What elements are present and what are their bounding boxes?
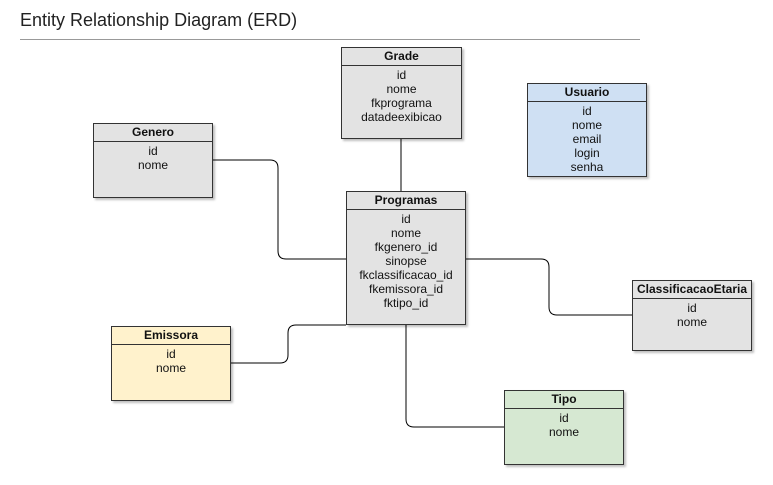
title-divider [20, 39, 640, 40]
entity-field: datadeexibicao [361, 110, 442, 124]
entity-field: id [559, 411, 569, 425]
line-programas-classificacao [466, 258, 632, 316]
entity-field: id [396, 68, 407, 82]
entity-field: nome [571, 118, 603, 132]
entity-field: login [574, 146, 600, 160]
entity-field: id [401, 212, 411, 226]
line-programas-tipo [405, 325, 504, 428]
entity-field: nome [390, 226, 422, 240]
entity-field: fkgenero_id [374, 240, 438, 254]
entity-field: nome [676, 315, 708, 329]
entity-header: ClassificacaoEtaria [633, 281, 751, 299]
entity-field: senha [570, 160, 604, 174]
entity-field: fktipo_id [383, 296, 429, 310]
entity-field: email [572, 132, 602, 146]
entity-field: id [166, 347, 176, 361]
entity-field: id [687, 301, 697, 315]
entity-header: Grade [342, 48, 461, 66]
entity-field: sinopse [385, 254, 427, 268]
diagram-title: Entity Relationship Diagram (ERD) [20, 10, 298, 30]
line-programas-emissora [231, 324, 346, 364]
entity-header: Genero [94, 124, 212, 142]
entity-field: nome [548, 425, 580, 439]
entity-header: Programas [347, 192, 465, 210]
entity-header: Tipo [505, 391, 623, 409]
entity-field: fkclassificacao_id [359, 268, 453, 282]
entity-field: nome [386, 82, 417, 96]
line-genero-programas [213, 159, 346, 260]
entity-field: fkemissora_id [368, 282, 444, 296]
entity-field: fkprograma [371, 96, 432, 110]
entity-field: nome [155, 361, 187, 375]
entity-field: id [148, 144, 158, 158]
entity-header: Usuario [528, 84, 646, 102]
entity-field: id [582, 104, 592, 118]
entity-header: Emissora [112, 327, 230, 345]
entity-field: nome [137, 158, 169, 172]
